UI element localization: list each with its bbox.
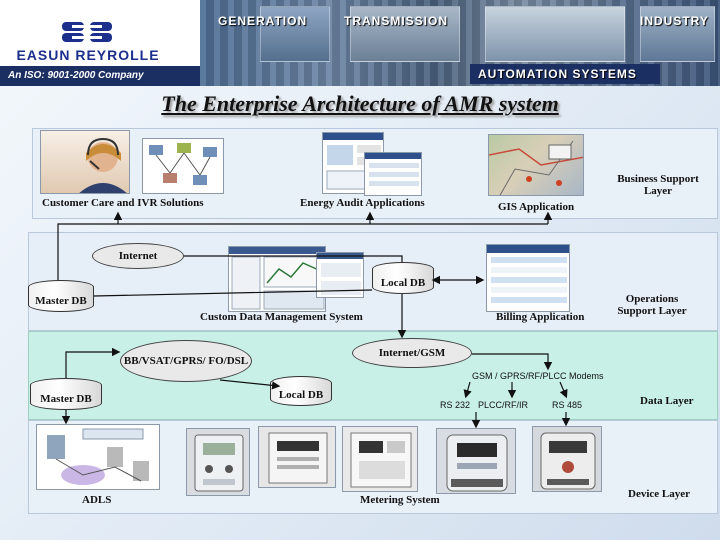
ops-business-bus <box>57 223 548 280</box>
banner-word-transmission: TRANSMISSION <box>344 14 449 28</box>
metering-system-label: Metering System <box>360 494 440 506</box>
local-db-cylinder-ops: Local DB <box>372 262 434 294</box>
cdms-label: Custom Data Management System <box>200 311 363 323</box>
rs485-port-label: RS 485 <box>552 400 583 410</box>
modems-label: GSM / GPRS/RF/PLCC Modems <box>472 371 604 381</box>
meter-device-2 <box>258 426 336 488</box>
custom-data-management-screenshot <box>228 246 326 312</box>
master-local-db-link <box>93 289 373 297</box>
business-support-layer-label: Business Support Layer <box>617 173 699 197</box>
modem-to-rs232 <box>463 381 472 399</box>
data-layer-label: Data Layer <box>640 395 694 407</box>
master-db-cylinder-ops: Master DB <box>28 280 94 312</box>
meter-device-3 <box>342 426 418 492</box>
easun-reyrolle-logo-icon <box>62 22 112 42</box>
internet-gsm-to-modems <box>472 353 553 371</box>
meter-device-1 <box>186 428 250 496</box>
plcc-rf-ir-port-label: PLCC/RF/IR <box>478 400 529 410</box>
logo-panel: EASUN REYROLLE <box>0 0 200 86</box>
industry-photo <box>640 6 715 62</box>
internet-cloud: Internet <box>92 243 184 269</box>
banner-word-generation: GENERATION <box>218 14 308 28</box>
bb-vsat-gprs-cloud: BB/VSAT/GPRS/ FO/DSL <box>120 340 252 382</box>
transmission-photo <box>350 6 460 62</box>
page-title: The Enterprise Architecture of AMR syste… <box>161 91 559 116</box>
meter-device-4 <box>436 428 516 494</box>
energy-audit-screenshot-2 <box>364 152 422 196</box>
company-name: EASUN REYROLLE <box>16 47 160 63</box>
ivr-network-diagram-image <box>142 138 224 194</box>
banner-word-automation-systems: AUTOMATION SYSTEMS <box>478 67 637 81</box>
operations-support-layer-label: Operations Support Layer <box>617 293 687 317</box>
gis-map-image <box>488 134 584 196</box>
control-room-photo <box>485 6 625 62</box>
adls-diagram-image <box>36 424 160 490</box>
energy-audit-label: Energy Audit Applications <box>300 197 425 209</box>
local-db-cylinder-data: Local DB <box>270 376 332 406</box>
automation-bar <box>470 64 660 84</box>
iso-certification-text: An ISO: 9001-2000 Company <box>0 66 200 86</box>
banner-word-industry: INDUSTRY <box>640 14 709 28</box>
banner-photo-strip <box>200 0 720 86</box>
master-db-to-bb-cloud <box>65 347 121 378</box>
device-layer-label: Device Layer <box>628 488 690 500</box>
customer-care-label: Customer Care and IVR Solutions <box>42 197 204 209</box>
billing-application-label: Billing Application <box>496 311 585 323</box>
generation-photo <box>260 6 330 62</box>
billing-application-screenshot <box>486 244 570 312</box>
meter-device-5 <box>532 426 602 492</box>
header-banner: EASUN REYROLLE An ISO: 9001-2000 Company… <box>0 0 720 86</box>
master-db-cylinder-data: Master DB <box>30 378 102 410</box>
rs232-port-label: RS 232 <box>440 400 471 410</box>
bb-cloud-to-local-db <box>219 379 281 390</box>
adls-label: ADLS <box>82 494 112 506</box>
customer-care-photo <box>40 130 130 194</box>
gis-application-label: GIS Application <box>498 201 575 213</box>
internet-to-local-db-link <box>184 255 403 262</box>
modem-to-rs485 <box>559 381 568 399</box>
internet-gsm-cloud: Internet/GSM <box>352 338 472 368</box>
